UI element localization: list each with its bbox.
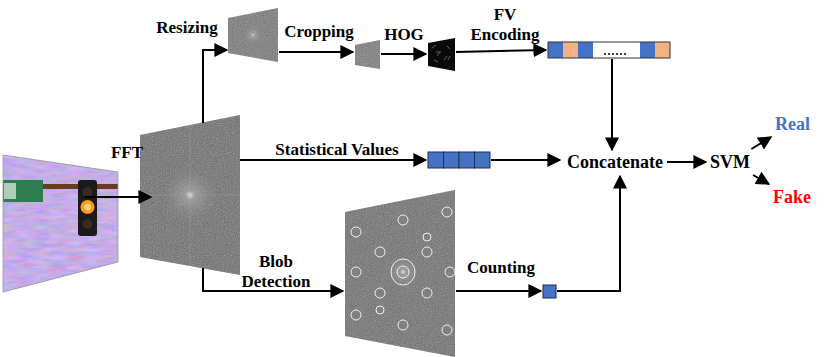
connector bbox=[751, 137, 771, 149]
step-label: FFT bbox=[106, 143, 148, 163]
step-label: HOG bbox=[378, 25, 430, 45]
step-label: Cropping bbox=[280, 22, 358, 42]
node-text: Fake bbox=[773, 187, 811, 207]
stat-vector bbox=[428, 152, 490, 168]
output-node: SVM bbox=[707, 150, 753, 174]
count-value bbox=[543, 285, 556, 298]
step-label: Resizing bbox=[146, 18, 228, 38]
fv-vector bbox=[548, 42, 670, 58]
output-node: Concatenate bbox=[564, 150, 666, 174]
step-label: Blob Detection bbox=[226, 252, 326, 292]
step-label: FV Encoding bbox=[460, 5, 550, 45]
node-text: SVM bbox=[710, 152, 750, 172]
node-text: Concatenate bbox=[567, 152, 663, 172]
node-text: Real bbox=[775, 114, 810, 134]
step-label: Counting bbox=[459, 258, 543, 278]
step-label: Statistical Values bbox=[254, 140, 420, 160]
connector bbox=[753, 175, 769, 184]
output-node: Real bbox=[772, 112, 813, 136]
output-node: Fake bbox=[770, 185, 814, 209]
connector bbox=[667, 161, 706, 163]
